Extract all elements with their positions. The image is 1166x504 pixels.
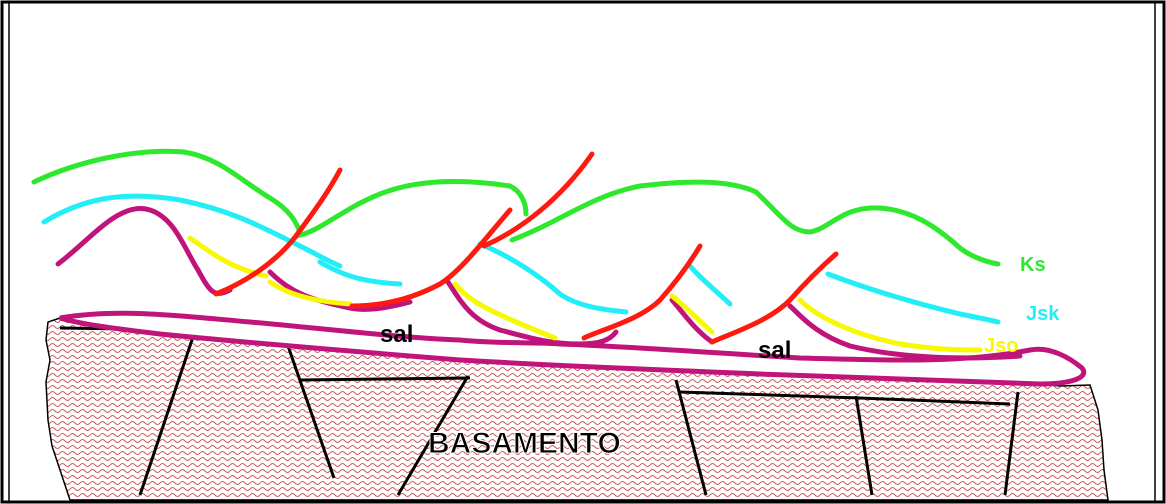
label-basamento: BASAMENTO xyxy=(428,427,621,460)
jso-horizon xyxy=(187,235,983,353)
label-jso: Jso xyxy=(984,335,1018,357)
ks-horizon xyxy=(31,148,1001,267)
jsk-horizon xyxy=(41,193,1001,325)
label-jsk: Jsk xyxy=(1026,303,1060,325)
label-ks: Ks xyxy=(1020,254,1046,276)
salt-top-line xyxy=(55,206,1023,361)
thrust-faults xyxy=(213,151,839,345)
label-sal-right: sal xyxy=(758,337,791,364)
salt-body xyxy=(59,310,1087,387)
label-sal-left: sal xyxy=(380,321,413,348)
